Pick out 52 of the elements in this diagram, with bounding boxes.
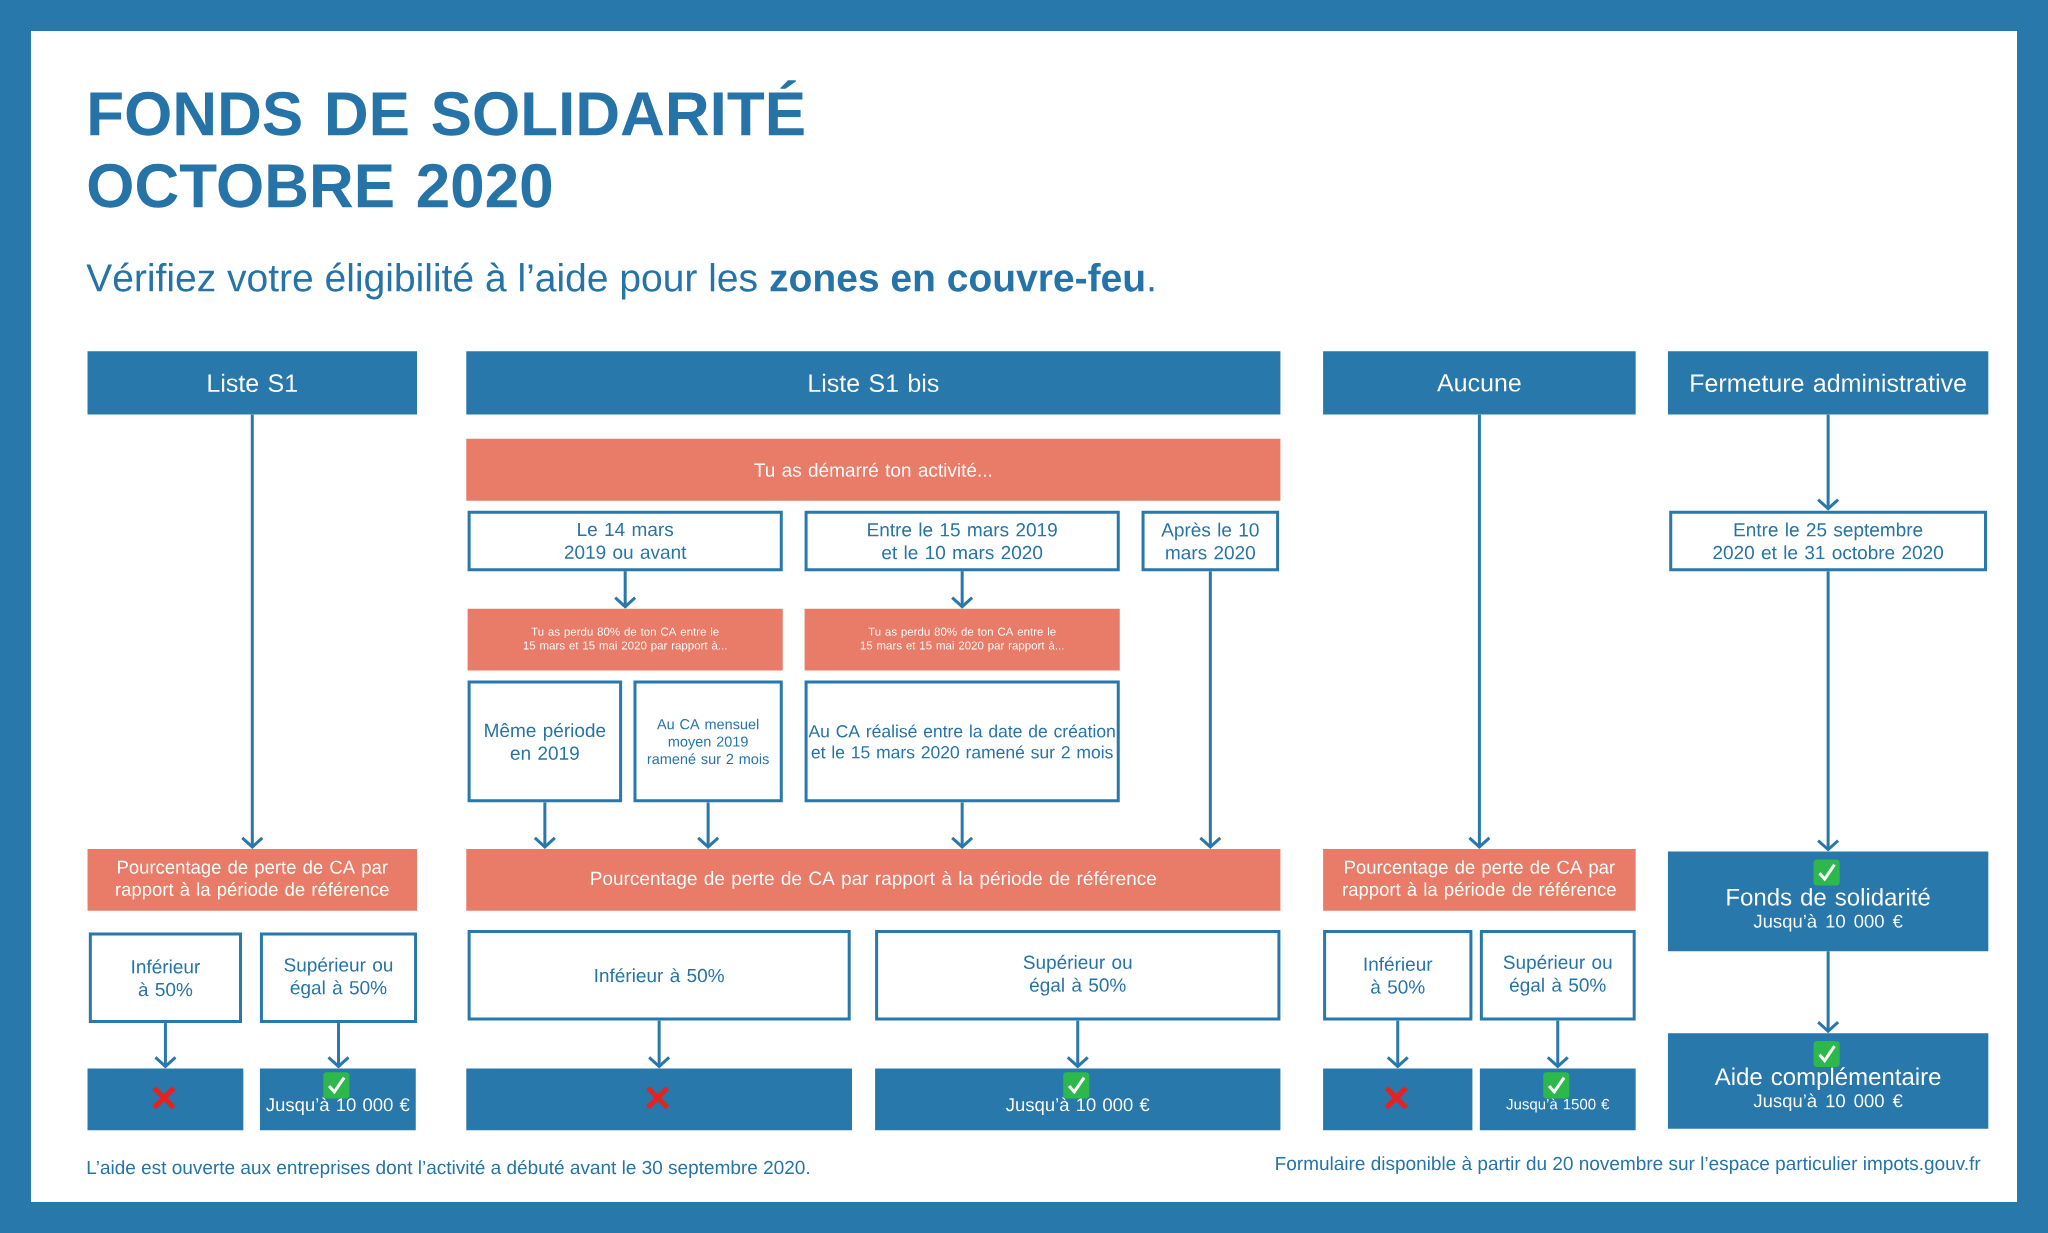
arrow — [1817, 571, 1840, 852]
result-box — [87, 1068, 244, 1131]
option-box: Après le 10 mars 2020 — [1141, 510, 1280, 572]
arrow — [327, 1023, 350, 1069]
option-box: Entre le 25 septembre 2020 et le 31 octobre 2020 — [1669, 510, 1987, 572]
result-box: Jusqu’à 10 000 € — [259, 1068, 416, 1131]
result-box: Jusqu’à 1500 € — [1479, 1068, 1636, 1131]
arrow — [648, 1020, 671, 1069]
arrow — [1817, 414, 1840, 511]
title: FONDS DE SOLIDARITÉ OCTOBRE 2020 — [88, 80, 804, 208]
footnote: L’aide est ouverte aux entreprises dont l’activité a débuté avant le 30 septembre 2020. — [87, 1160, 809, 1178]
question-box: Pourcentage de perte de CA par rapport à la période de référence — [1323, 849, 1636, 911]
option-box: Supérieur ou égal à 50% — [259, 932, 418, 1024]
arrow — [1199, 571, 1222, 849]
option-box: Inférieur à 50% — [88, 932, 243, 1024]
option-box: Supérieur ou égal à 50% — [875, 929, 1281, 1021]
arrow — [951, 802, 974, 849]
option-box: Inférieur à 50% — [467, 929, 851, 1021]
arrow — [1546, 1020, 1569, 1069]
arrow — [154, 1023, 177, 1069]
arrow — [614, 571, 637, 609]
arrow — [1817, 951, 1840, 1034]
header-bar: Fermeture administrative — [1667, 351, 1989, 415]
subtitle: Vérifiez votre éligibilité à l’aide pour les zones en couvre-feu. — [86, 262, 1154, 300]
question-box: Pourcentage de perte de CA par rapport à la période de référence — [466, 849, 1281, 911]
question-box: Tu as perdu 80% de ton CA entre le 15 mars et 15 mai 2020 par rapport à... — [804, 608, 1120, 671]
result-box — [466, 1068, 852, 1131]
option-box: Même période en 2019 — [467, 680, 623, 803]
footnote: Formulaire disponible à partir du 20 novembre sur l’espace particulier impots.gouv.fr — [1276, 1156, 1981, 1174]
result-box: Aide complémentaire Jusqu’à 10 000 € — [1667, 1033, 1989, 1129]
question-box: Tu as démarré ton activité... — [466, 438, 1281, 501]
option-box: Au CA mensuel moyen 2019 ramené sur 2 mois — [633, 680, 783, 803]
header-bar: Liste S1 — [87, 351, 418, 415]
arrow — [1386, 1020, 1409, 1069]
option-box: Inférieur à 50% — [1323, 929, 1473, 1021]
arrow — [241, 414, 264, 849]
result-box: Fonds de solidarité Jusqu’à 10 000 € — [1667, 851, 1989, 952]
arrow — [951, 571, 974, 609]
question-box: Pourcentage de perte de CA par rapport à la période de référence — [87, 849, 418, 911]
option-box: Le 14 mars 2019 ou avant — [467, 510, 783, 572]
arrow — [1468, 414, 1491, 849]
header-bar: Aucune — [1323, 351, 1636, 415]
arrow — [1066, 1020, 1089, 1069]
header-bar: Liste S1 bis — [466, 351, 1281, 415]
question-box: Tu as perdu 80% de ton CA entre le 15 mars et 15 mai 2020 par rapport à... — [467, 608, 783, 671]
arrow — [533, 802, 556, 849]
result-box: Jusqu’à 10 000 € — [875, 1068, 1281, 1131]
option-box: Supérieur ou égal à 50% — [1479, 929, 1636, 1021]
arrow — [697, 802, 720, 849]
option-box: Entre le 15 mars 2019 et le 10 mars 2020 — [804, 510, 1120, 572]
option-box: Au CA réalisé entre la date de création et le 15 mars 2020 ramené sur 2 mois — [804, 680, 1120, 803]
result-box — [1323, 1068, 1473, 1131]
